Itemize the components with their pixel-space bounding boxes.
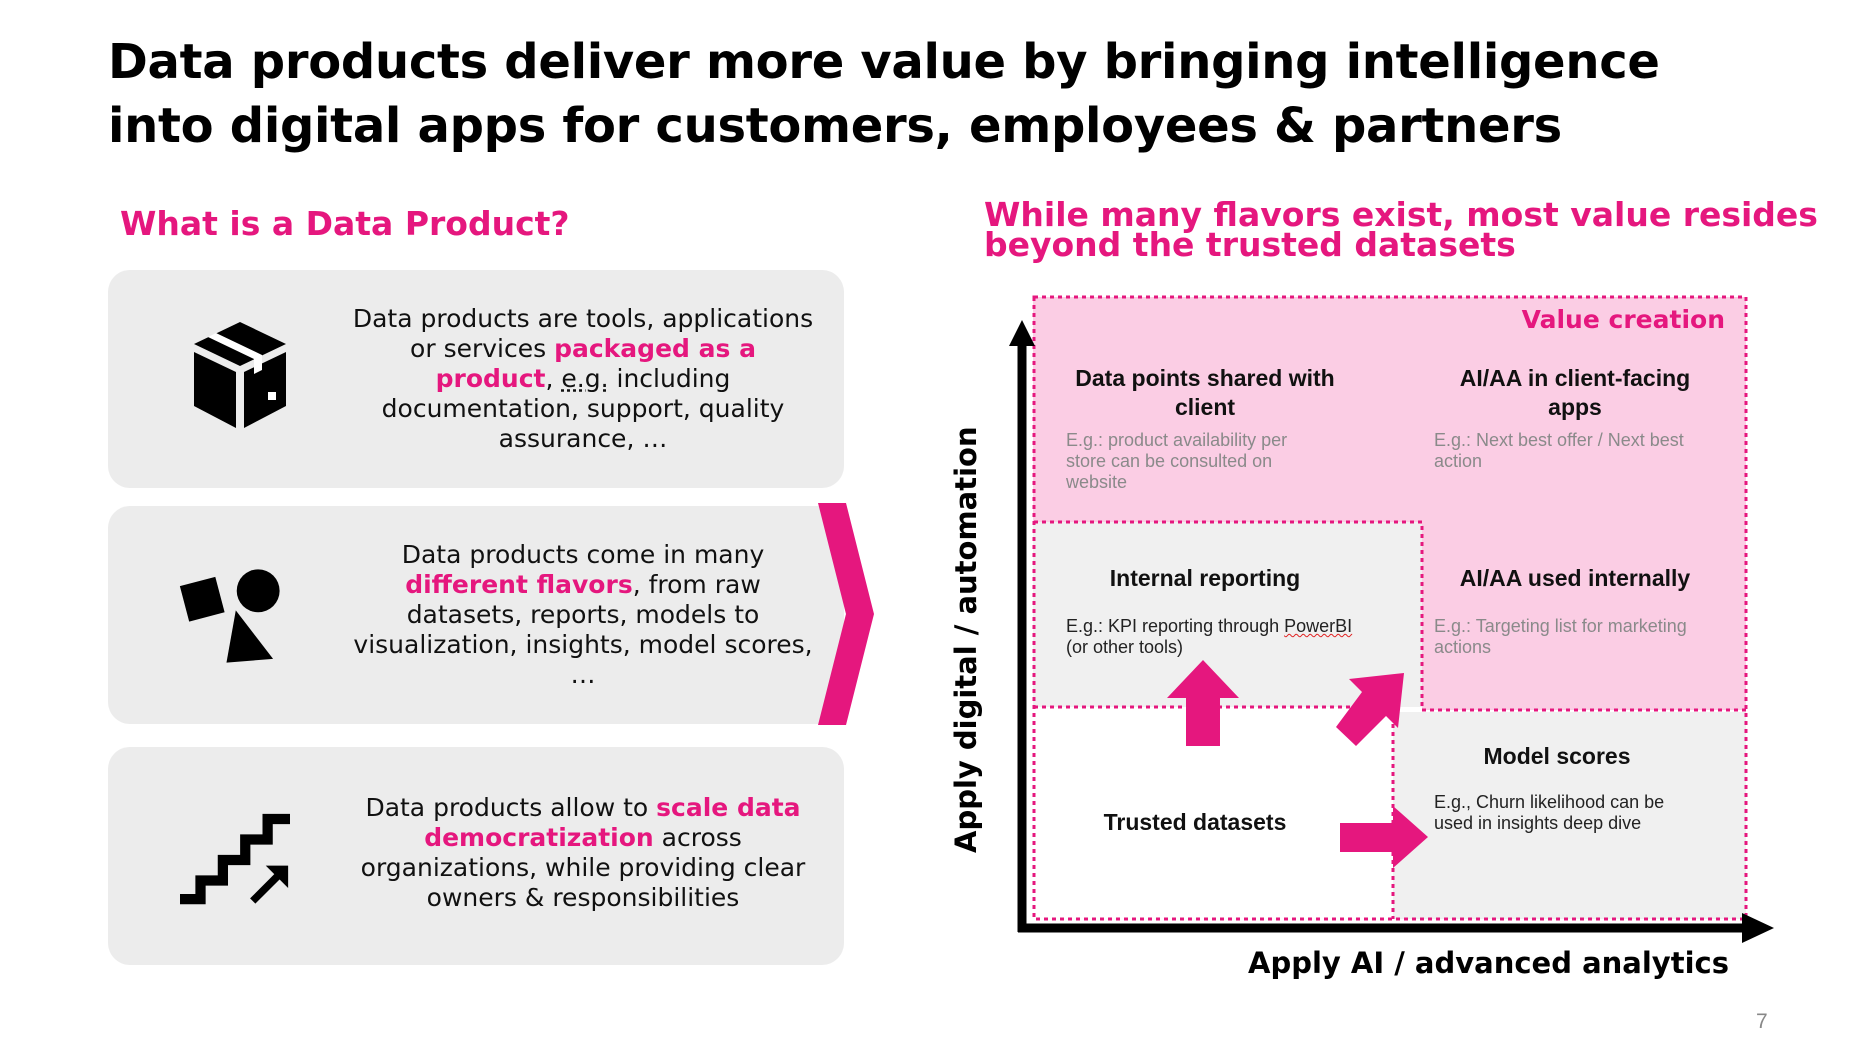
title-line-2: into digital apps for customers, employe… bbox=[108, 98, 1562, 154]
card-2-highlight: different flavors bbox=[405, 570, 633, 599]
quad-bottom-left-title: Trusted datasets bbox=[1103, 809, 1287, 835]
card-3-text: Data products allow to scale data democr… bbox=[348, 793, 818, 913]
quad-bottom-right-title: Model scores bbox=[1483, 743, 1631, 769]
card-1-eg: e.g. bbox=[561, 364, 609, 393]
stairs-icon bbox=[180, 813, 290, 905]
card-different-flavors: Data products come in many different fla… bbox=[108, 506, 844, 724]
arrow-up-icon bbox=[1167, 660, 1239, 746]
page-number: 7 bbox=[1756, 1010, 1768, 1033]
slide-title: Data products deliver more value by brin… bbox=[108, 30, 1828, 158]
card-2-text-b: , from raw datasets, reports, models to … bbox=[353, 570, 813, 689]
left-heading: What is a Data Product? bbox=[120, 204, 570, 243]
arrow-right-icon bbox=[1340, 806, 1428, 868]
quad-top-left-desc: E.g.: product availability per store can… bbox=[1066, 430, 1288, 492]
title-line-1: Data products deliver more value by brin… bbox=[108, 34, 1660, 90]
x-axis-label: Apply AI / advanced analytics bbox=[1248, 946, 1729, 980]
card-packaged-product: Data products are tools, applications or… bbox=[108, 270, 844, 488]
y-axis-arrow-icon bbox=[1009, 320, 1035, 346]
quad-bottom-right-desc: E.g., Churn likelihood can be used in in… bbox=[1434, 792, 1665, 833]
quad-mid-left-desc-a: E.g.: KPI reporting through bbox=[1066, 616, 1285, 636]
value-creation-label: Value creation bbox=[1521, 305, 1725, 334]
card-3-highlight: scale data democratization bbox=[424, 793, 801, 852]
quad-mid-left-desc: E.g.: KPI reporting through PowerBI (or … bbox=[1066, 616, 1366, 658]
quad-mid-right-title: AI/AA used internally bbox=[1459, 565, 1691, 591]
card-1-highlight: packaged as a product bbox=[435, 334, 756, 393]
card-1-text-a: Data products are tools, applications or… bbox=[352, 304, 814, 363]
internal-reporting-area bbox=[1033, 522, 1422, 707]
arrow-diagonal-icon bbox=[1336, 673, 1404, 746]
quad-mid-right-desc: E.g.: Targeting list for marketing actio… bbox=[1434, 616, 1687, 657]
quad-top-right-desc: E.g.: Next best offer / Next best action bbox=[1434, 430, 1684, 471]
card-1-text: Data products are tools, applications or… bbox=[348, 304, 818, 454]
value-creation-area bbox=[1033, 297, 1746, 710]
shapes-icon bbox=[179, 569, 280, 663]
card-scale-democratization: Data products allow to scale data democr… bbox=[108, 747, 844, 965]
card-3-text-b: across organizations, while providing cl… bbox=[360, 823, 806, 912]
card-3-text-a: Data products allow to bbox=[365, 793, 657, 822]
right-heading: While many flavors exist, most value res… bbox=[984, 198, 1844, 262]
card-2-text-a: Data products come in many bbox=[401, 540, 765, 569]
quad-mid-left-title: Internal reporting bbox=[1109, 565, 1301, 591]
quad-mid-left-desc-powerbi: PowerBI bbox=[1284, 616, 1353, 636]
y-axis-label: Apply digital / automation bbox=[949, 426, 983, 853]
card-1-text-b: , bbox=[545, 364, 562, 393]
card-2-text: Data products come in many different fla… bbox=[348, 540, 818, 690]
card-1-text-d: including documentation, support, qualit… bbox=[381, 364, 785, 453]
quad-mid-left-desc-b: (or other tools) bbox=[1066, 637, 1184, 657]
right-heading-line-2: beyond the trusted datasets bbox=[984, 225, 1516, 264]
box-icon bbox=[194, 322, 286, 428]
right-heading-line-1: While many flavors exist, most value res… bbox=[984, 195, 1818, 234]
model-scores-area bbox=[1393, 712, 1746, 919]
quad-top-right-title: AI/AA in client-facing apps bbox=[1459, 365, 1691, 420]
x-axis-arrow-icon bbox=[1742, 913, 1774, 943]
chevron-right-icon bbox=[818, 503, 874, 725]
quad-top-left-title: Data points shared with client bbox=[1075, 365, 1335, 420]
